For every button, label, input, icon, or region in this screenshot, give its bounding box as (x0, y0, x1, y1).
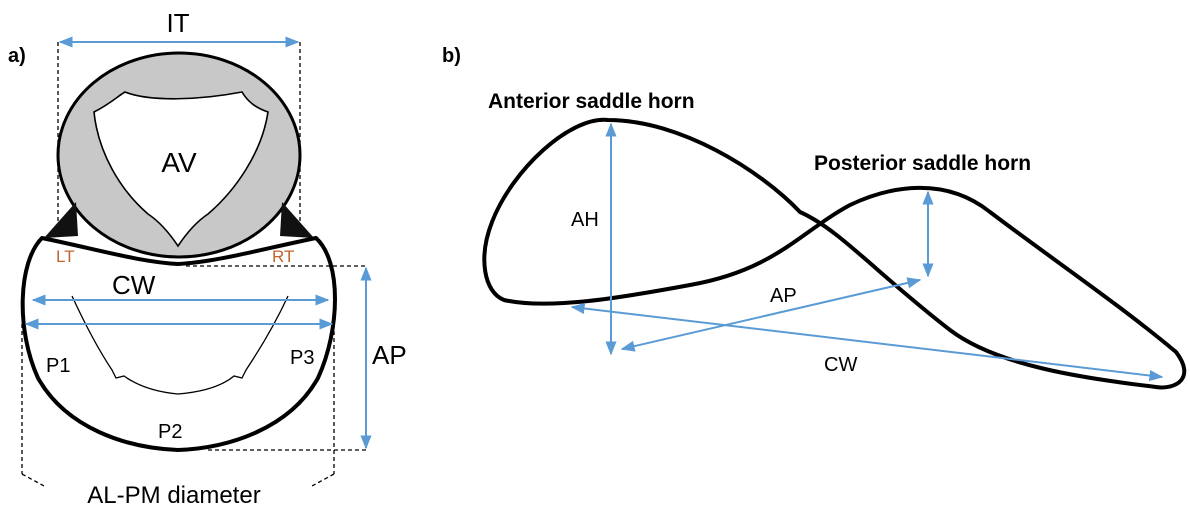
panel-b: b) Anterior saddle horn Posterior saddle… (442, 45, 1187, 390)
p3-label: P3 (290, 347, 314, 369)
lt-label: LT (56, 247, 75, 266)
ap-label: AP (372, 340, 407, 370)
av-label: AV (161, 147, 197, 178)
panel-b-label: b) (442, 45, 461, 67)
rt-label: RT (272, 247, 294, 266)
p2-label: P2 (158, 421, 182, 443)
it-label: IT (166, 8, 189, 38)
aortic-valve-leaflets (93, 91, 269, 248)
ah-label: AH (571, 209, 599, 231)
alpm-label: AL-PM diameter (87, 482, 260, 509)
posterior-saddle-horn-label: Posterior saddle horn (814, 152, 1031, 175)
cw-label-b: CW (824, 354, 857, 376)
p1-label: P1 (46, 355, 70, 377)
panel-a: a) IT AV LT RT CW AP P1 P2 P3 (8, 8, 407, 509)
panel-a-label: a) (8, 45, 26, 67)
ap-label-b: AP (770, 285, 797, 307)
cw-diagonal-arrow (570, 302, 1164, 382)
anterior-saddle-horn-label: Anterior saddle horn (488, 90, 695, 113)
saddle-annulus-outline (482, 117, 1187, 390)
cw-label: CW (112, 270, 156, 300)
coaptation-line (71, 295, 289, 395)
left-trigone-marker (44, 202, 78, 238)
mitral-annulus-outline (20, 236, 337, 452)
right-trigone-marker (280, 202, 314, 238)
